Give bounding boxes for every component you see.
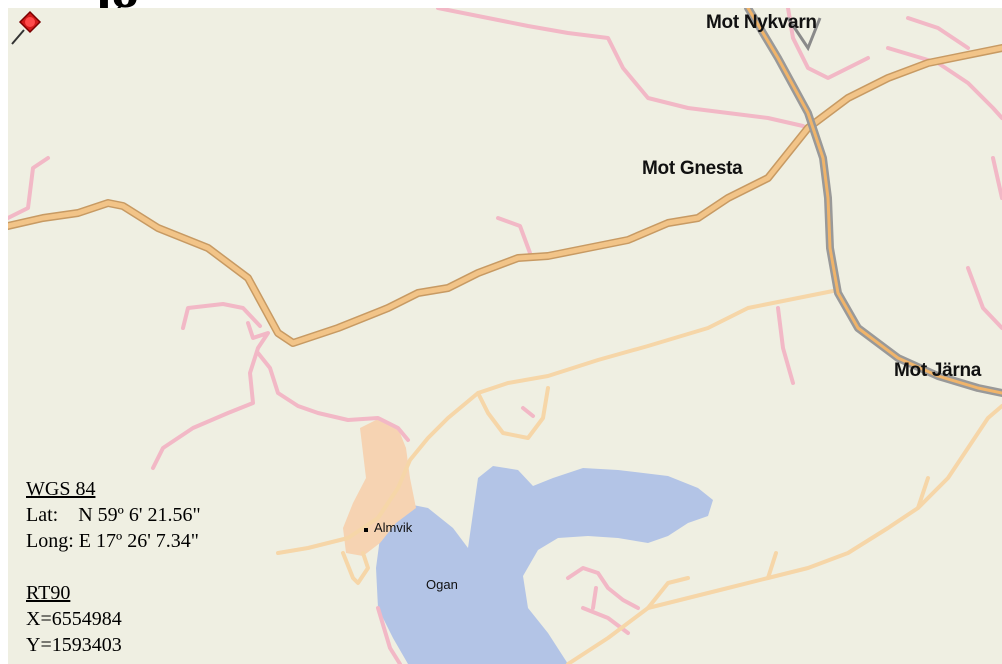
almvik-dot	[364, 528, 368, 532]
major-roads	[8, 44, 1002, 664]
label-mot-gnesta: Mot Gnesta	[642, 158, 743, 179]
map-canvas[interactable]	[8, 8, 1002, 664]
long-value: E 17º 26' 7.34"	[78, 530, 199, 552]
wgs84-label: WGS 84	[26, 478, 96, 500]
label-mot-nykvarn: Mot Nykvarn	[706, 12, 817, 33]
highway-symbol	[786, 17, 822, 52]
rt90-x: X=6554984	[26, 608, 122, 630]
page-heading-fragment: ig	[96, 0, 140, 8]
map-view[interactable]: Mot Nykvarn Mot Gnesta Mot Järna Almvik …	[8, 8, 1002, 664]
label-ogan: Ogan	[426, 577, 458, 592]
lat-label: Lat:	[26, 504, 59, 526]
wgs84-long: Long: E 17º 26' 7.34"	[26, 528, 201, 554]
lat-value: N 59º 6' 21.56"	[78, 504, 201, 526]
label-almvik: Almvik	[374, 520, 413, 535]
long-label: Long:	[26, 530, 74, 552]
lake-ogan	[376, 466, 713, 664]
rt90-label: RT90	[26, 582, 71, 604]
pushpin-icon[interactable]	[8, 8, 44, 48]
label-mot-jarna: Mot Järna	[894, 360, 982, 381]
wgs84-lat: Lat: N 59º 6' 21.56"	[26, 502, 201, 528]
rt90-y: Y=1593403	[26, 634, 122, 656]
highway	[744, 8, 1002, 397]
coordinates-panel: WGS 84 Lat: N 59º 6' 21.56" Long: E 17º …	[26, 476, 201, 658]
urban-almvik	[343, 418, 416, 556]
